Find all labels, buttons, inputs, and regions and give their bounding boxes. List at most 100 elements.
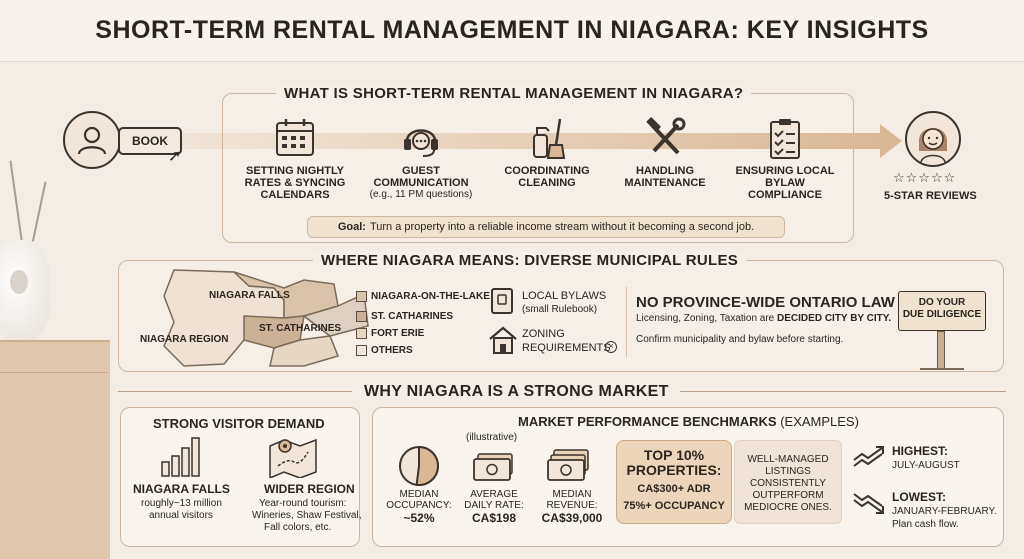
map-pin-route-icon bbox=[269, 438, 317, 478]
metric-label-2: REVENUE: bbox=[546, 500, 598, 511]
top10-line-1: CA$300+ ADR bbox=[637, 483, 711, 495]
sign-line-1: DO YOUR bbox=[918, 297, 966, 308]
step-label: HANDLING MAINTENANCE bbox=[624, 165, 706, 189]
benchmarks-title-suffix: (EXAMPLES) bbox=[780, 414, 859, 429]
legend-st-catharines: ST. CATHARINES bbox=[371, 311, 454, 322]
wider-region-sub-1: Year-round tourism: bbox=[259, 498, 347, 509]
bylaws-sub: (small Rulebook) bbox=[522, 304, 598, 315]
niagara-falls-sub-2: annual visitors bbox=[149, 510, 213, 521]
metric-label-1: AVERAGE bbox=[470, 489, 518, 500]
bylaws-label: LOCAL BYLAWS bbox=[522, 290, 607, 302]
wm-line: OUTPERFORM bbox=[752, 490, 824, 501]
visitor-demand-card bbox=[120, 407, 360, 547]
branch-decor bbox=[30, 181, 47, 251]
niagara-falls-title: NIAGARA FALLS bbox=[133, 482, 230, 496]
calendar-icon bbox=[276, 119, 314, 156]
trend-up-icon bbox=[853, 446, 884, 467]
metric-daily-rate: AVERAGE DAILY RATE: CA$198 bbox=[457, 489, 531, 525]
legend-swatch-fort-erie bbox=[356, 328, 367, 339]
due-diligence-sign: DO YOUR DUE DILIGENCE bbox=[898, 291, 986, 331]
legend-others: OTHERS bbox=[371, 345, 413, 356]
top10-title-1: TOP 10% bbox=[643, 447, 705, 463]
trend-down-icon bbox=[853, 493, 884, 514]
close-circle-icon: × bbox=[605, 341, 617, 353]
reviews-label: 5-STAR REVIEWS bbox=[884, 190, 977, 202]
cabinet-decor bbox=[0, 340, 110, 559]
process-arrow bbox=[182, 133, 882, 149]
goal-label: Goal: bbox=[337, 221, 366, 233]
wider-region-sub-3: Fall colors, etc. bbox=[264, 522, 332, 533]
wm-line: MEDIOCRE ONES. bbox=[744, 502, 832, 513]
highest-title: HIGHEST: bbox=[892, 444, 949, 458]
province-line-2: Confirm municipality and bylaw before st… bbox=[636, 334, 844, 345]
province-line-1-bold: DECIDED CITY BY CITY. bbox=[777, 313, 892, 324]
legend-swatch-st-catharines bbox=[356, 311, 367, 322]
legend-swatch-notl bbox=[356, 291, 367, 302]
step-label: COORDINATING CLEANING bbox=[504, 165, 590, 189]
wm-line: CONSISTENTLY bbox=[750, 478, 826, 489]
metric-occupancy: MEDIAN OCCUPANCY: ~52% bbox=[384, 489, 454, 525]
province-line-1-text: Licensing, Zoning, Taxation are bbox=[636, 313, 775, 324]
well-managed-box: WELL-MANAGED LISTINGS CONSISTENTLY OUTPE… bbox=[734, 440, 842, 524]
metric-label-2: DAILY RATE: bbox=[464, 500, 524, 511]
metric-label-1: MEDIAN bbox=[552, 489, 592, 500]
cleaning-icon bbox=[533, 118, 566, 159]
niagara-map-illustration bbox=[163, 269, 369, 367]
metric-label-2: OCCUPANCY: bbox=[386, 500, 452, 511]
lowest-title: LOWEST: bbox=[892, 490, 946, 504]
host-avatar bbox=[63, 111, 121, 169]
section-market-title: WHY NIAGARA IS A STRONG MARKET bbox=[364, 383, 669, 400]
cash-icon bbox=[473, 453, 513, 481]
metric-value: ~52% bbox=[403, 511, 435, 525]
wider-region-sub-2: Wineries, Shaw Festival, bbox=[252, 510, 362, 521]
grass-decor bbox=[920, 362, 964, 370]
highest-sub: JULY-AUGUST bbox=[892, 460, 960, 471]
cabinet-line-decor bbox=[0, 372, 108, 373]
book-button[interactable]: BOOK bbox=[118, 127, 182, 155]
cursor-icon: ➚ bbox=[168, 148, 182, 165]
metric-value: CA$198 bbox=[471, 511, 517, 525]
metric-revenue: MEDIAN REVENUE: CA$39,000 bbox=[532, 489, 612, 525]
occupancy-pie-icon bbox=[399, 445, 439, 486]
illustrative-note: (illustrative) bbox=[466, 432, 518, 443]
step-sub: (e.g., 11 PM questions) bbox=[369, 189, 473, 200]
guest-avatar bbox=[905, 111, 961, 167]
map-label-niagara-region: NIAGARA REGION bbox=[140, 334, 229, 345]
step-rates-calendars: SETTING NIGHTLY RATES & SYNCING CALENDAR… bbox=[241, 115, 349, 201]
benchmarks-title: MARKET PERFORMANCE BENCHMARKS (EXAMPLES) bbox=[518, 414, 859, 429]
goal-box: Goal: Turn a property into a reliable in… bbox=[307, 216, 785, 238]
wm-line: LISTINGS bbox=[765, 466, 811, 477]
lowest-sub-2: Plan cash flow. bbox=[892, 519, 959, 530]
top10-title-2: PROPERTIES: bbox=[626, 462, 722, 478]
headset-icon bbox=[404, 129, 438, 157]
step-bylaw-compliance: ENSURING LOCAL BYLAW COMPLIANCE bbox=[731, 115, 839, 201]
step-label: GUEST COMMUNICATION bbox=[373, 165, 469, 189]
header-bar: SHORT-TERM RENTAL MANAGEMENT IN NIAGARA:… bbox=[0, 0, 1024, 62]
top10-line-2: 75%+ OCCUPANCY bbox=[623, 500, 725, 512]
niagara-falls-sub-1: roughly~13 million bbox=[141, 498, 222, 509]
legend-swatch-others bbox=[356, 345, 367, 356]
top10-box: TOP 10% PROPERTIES: CA$300+ ADR 75%+ OCC… bbox=[616, 440, 732, 524]
step-cleaning: COORDINATING CLEANING bbox=[493, 115, 601, 189]
section-what-is-title: WHAT IS SHORT-TERM RENTAL MANAGEMENT IN … bbox=[276, 85, 752, 102]
page-title: SHORT-TERM RENTAL MANAGEMENT IN NIAGARA:… bbox=[95, 16, 929, 44]
metric-label-1: MEDIAN bbox=[399, 489, 439, 500]
visitor-demand-title: STRONG VISITOR DEMAND bbox=[153, 416, 325, 431]
legend-notl: NIAGARA-ON-THE-LAKE bbox=[371, 291, 490, 302]
cash-stack-icon bbox=[547, 449, 589, 481]
bar-growth-icon bbox=[161, 437, 200, 477]
zoning-label-line-1: ZONING bbox=[522, 328, 565, 340]
tools-icon bbox=[646, 117, 686, 155]
smiling-guest-icon bbox=[918, 128, 948, 164]
map-label-niagara-falls: NIAGARA FALLS bbox=[209, 290, 290, 301]
branch-decor bbox=[9, 160, 24, 250]
province-title: NO PROVINCE-WIDE ONTARIO LAW bbox=[636, 294, 895, 311]
lowest-sub-1: JANUARY-FEBRUARY. bbox=[892, 506, 997, 517]
checklist-icon bbox=[770, 119, 800, 159]
map-label-st-catharines: ST. CATHARINES bbox=[259, 323, 342, 334]
province-line-1: Licensing, Zoning, Taxation are DECIDED … bbox=[636, 313, 891, 324]
goal-text: Turn a property into a reliable income s… bbox=[369, 221, 755, 233]
wm-line: WELL-MANAGED bbox=[747, 454, 829, 465]
process-arrow-head bbox=[880, 124, 902, 158]
divider bbox=[626, 287, 627, 357]
